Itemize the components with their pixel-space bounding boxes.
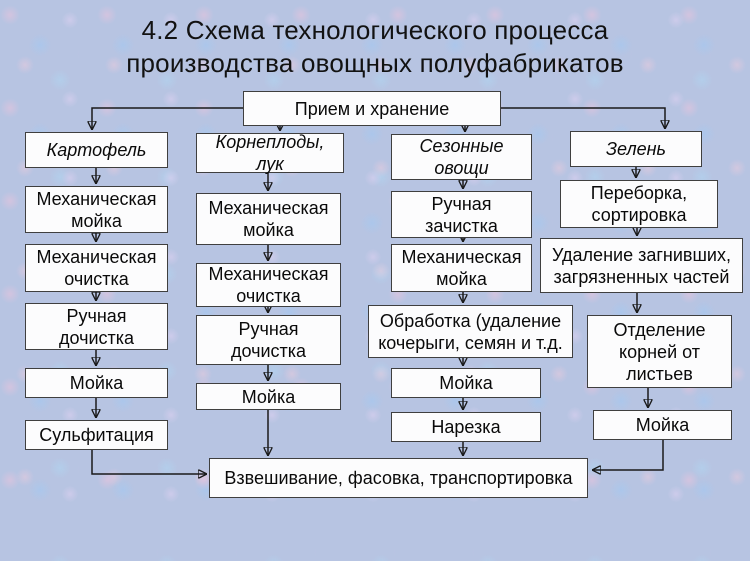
node-col4-header: Зелень bbox=[570, 131, 702, 167]
node-col2-step3: Ручная дочистка bbox=[196, 315, 341, 365]
node-col3-step4: Мойка bbox=[391, 368, 541, 398]
page-title-line2: производства овощных полуфабрикатов bbox=[126, 48, 624, 78]
page-title-line1: 4.2 Схема технологического процесса bbox=[141, 15, 609, 45]
node-col4-step1: Переборка, сортировка bbox=[560, 180, 718, 228]
node-col1-step3: Ручная дочистка bbox=[25, 303, 168, 350]
node-col2-header: Корнеплоды, лук bbox=[196, 132, 344, 174]
node-col4-step3: Отделение корней от листьев bbox=[587, 315, 732, 388]
node-col3-step2: Механическая мойка bbox=[391, 244, 532, 292]
node-col1-step1: Механическая мойка bbox=[25, 186, 168, 233]
node-col4-step2: Удаление загнивших, загрязненных частей bbox=[540, 238, 743, 293]
arrow-col1-to-final bbox=[91, 450, 207, 474]
node-col4-step4: Мойка bbox=[593, 410, 732, 440]
node-col3-step1: Ручная зачистка bbox=[391, 191, 532, 238]
node-col2-step2: Механическая очистка bbox=[196, 263, 341, 307]
node-col1-step4: Мойка bbox=[25, 368, 168, 398]
node-col1-header: Картофель bbox=[25, 132, 168, 168]
page-title: 4.2 Схема технологического процесса прои… bbox=[0, 14, 750, 80]
node-col1-step5: Сульфитация bbox=[25, 420, 168, 450]
node-col3-step5: Нарезка bbox=[391, 412, 541, 442]
node-col3-header: Сезонные овощи bbox=[391, 134, 532, 180]
node-col1-step2: Механическая очистка bbox=[25, 244, 168, 292]
node-weighing-packing-transport: Взвешивание, фасовка, транспортировка bbox=[209, 458, 588, 498]
node-reception-storage: Прием и хранение bbox=[243, 91, 501, 126]
node-col3-step3: Обработка (удаление кочерыги, семян и т.… bbox=[368, 305, 573, 358]
arrow-root-to-col4 bbox=[501, 107, 665, 129]
arrow-root-to-col1 bbox=[92, 107, 243, 130]
arrow-col4-to-final bbox=[592, 440, 664, 470]
node-col2-step1: Механическая мойка bbox=[196, 193, 341, 245]
node-col2-step4: Мойка bbox=[196, 383, 341, 410]
